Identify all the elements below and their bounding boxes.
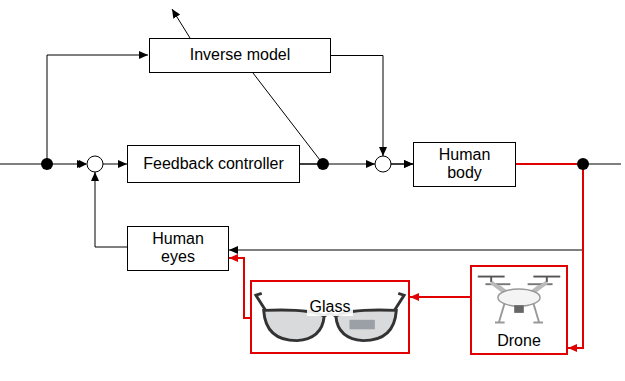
summing-junction (375, 156, 391, 172)
node-label: Drone (494, 332, 544, 350)
device-box: Glass (250, 280, 410, 354)
device-signal-arrow (229, 258, 250, 318)
branch-dot (577, 158, 589, 170)
signal-arrow (95, 164, 127, 247)
node-label: Glass (307, 298, 354, 316)
process-box: Human body (413, 142, 516, 187)
device-box: Drone (470, 265, 568, 355)
summing-junction (87, 156, 103, 172)
input-line (0, 164, 86, 165)
signal-arrow (300, 164, 413, 165)
arrow-head (366, 160, 375, 168)
node-label: Feedback controller (143, 155, 284, 173)
device-signal-arrow (410, 296, 470, 298)
output-line (583, 164, 621, 165)
arrow-head (379, 147, 387, 156)
process-box: Inverse model (149, 38, 331, 73)
branch-dot (317, 158, 329, 170)
process-box: Human eyes (127, 226, 229, 271)
signal-arrow (331, 56, 413, 165)
glasses-illustration (252, 282, 408, 352)
arrow-head (79, 160, 87, 168)
process-box: Feedback controller (127, 145, 300, 183)
node-label: Human eyes (146, 230, 210, 267)
node-label: Human body (433, 146, 497, 183)
adaptation-arrow (172, 9, 190, 38)
arrow-head (91, 172, 99, 181)
node-label: Inverse model (190, 46, 291, 64)
branch-dot (41, 158, 53, 170)
